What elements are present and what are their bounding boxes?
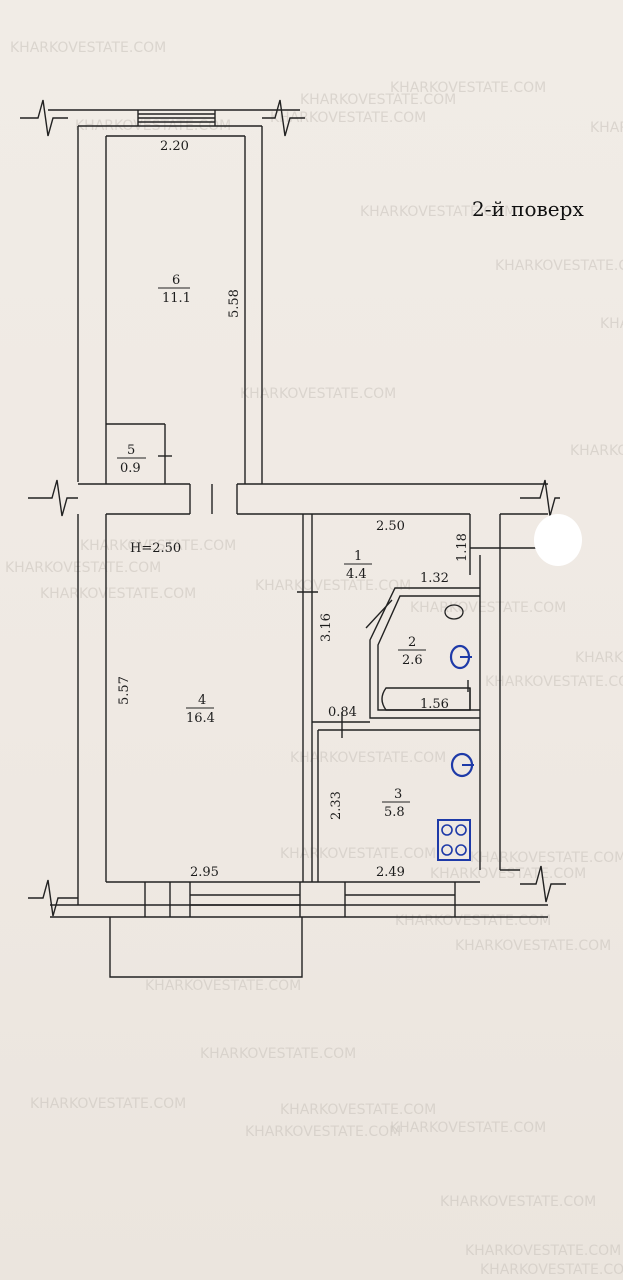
room4-number: 4 [198, 693, 206, 708]
watermark: KHARKOVESTATE.COM [300, 92, 456, 108]
watermark: KHARKOVESTATE.COM [590, 120, 623, 136]
watermark-layer: KHARKOVESTATE.COM KHARKOVESTATE.COM KHAR… [5, 40, 623, 1278]
ceiling-height: H=2.50 [130, 541, 181, 556]
dim-room1-depth: 3.16 [319, 613, 334, 642]
toilet-icon [444, 604, 464, 620]
room5-number: 5 [127, 443, 135, 458]
watermark: KHARKOVESTATE.COM [280, 846, 436, 862]
watermark: KHARKOVESTATE.COM [455, 938, 611, 954]
watermark: KHARKOVESTATE.COM [470, 850, 623, 866]
dim-kitchen-width: 2.49 [376, 865, 405, 880]
dim-room4-width: 2.95 [190, 865, 219, 880]
dim-room4-length: 5.57 [117, 676, 132, 705]
watermark: KHARKOVESTATE.COM [480, 1262, 623, 1278]
watermark: KHARKOVESTATE.COM [390, 80, 546, 96]
watermark: KHARKOVESTATE.COM [495, 258, 623, 274]
room2-number: 2 [408, 635, 416, 650]
floor-label: 2-й поверх [472, 197, 584, 221]
watermark: KHARKOVESTATE.COM [245, 1124, 401, 1140]
watermark: KHARKOVESTATE.COM [280, 1102, 436, 1118]
watermark: KHARKOVESTATE.COM [290, 750, 446, 766]
watermark: KHARKOVESTATE.COM [240, 386, 396, 402]
fixtures [437, 604, 474, 861]
watermark: KHARKOVESTATE.COM [430, 866, 586, 882]
watermark: KHARKOVESTATE.COM [410, 600, 566, 616]
watermark: KHARKOVESTATE.COM [10, 40, 166, 56]
watermark: KHARKOVESTATE.COM [390, 1120, 546, 1136]
redaction-mark [534, 514, 582, 566]
dim-room1-side: 1.18 [455, 533, 470, 562]
walls [20, 99, 566, 978]
watermark: KHARKOVESTATE.COM [30, 1096, 186, 1112]
watermark: KHARKOVESTATE.COM [465, 1243, 621, 1259]
watermark: KHARKOVESTATE.COM [440, 1194, 596, 1210]
watermark: KHARKOVESTATE.COM [5, 560, 161, 576]
watermark: KHARKOVESTATE.COM [575, 650, 623, 666]
dim-corridor-gap: 0.84 [328, 705, 357, 720]
room2-area: 2.6 [402, 653, 423, 668]
dim-kitchen-depth: 2.33 [329, 791, 344, 820]
watermark: KHARKOVESTATE.COM [485, 674, 623, 690]
dim-room6-length: 5.58 [227, 289, 242, 318]
dim-bath-bottom: 1.56 [420, 697, 449, 712]
stove-icon [437, 819, 471, 861]
dim-bath-top: 1.32 [420, 571, 449, 586]
room6-area: 11.1 [162, 291, 191, 306]
room3-number: 3 [394, 787, 402, 802]
watermark: KHARKOVESTATE.COM [600, 316, 623, 332]
watermark: KHARKOVESTATE.COM [200, 1046, 356, 1062]
watermark: KHARKOVESTATE.COM [145, 978, 301, 994]
watermark: KHARKOVESTATE.COM [360, 204, 516, 220]
room4-area: 16.4 [186, 711, 215, 726]
room3-area: 5.8 [384, 805, 405, 820]
room6-number: 6 [172, 273, 180, 288]
watermark: KHARKOVESTATE.COM [395, 913, 551, 929]
watermark: KHARKOVESTATE.COM [270, 110, 426, 126]
dim-room1-width: 2.50 [376, 519, 405, 534]
dim-room6-width: 2.20 [160, 139, 189, 154]
watermark: KHARKOVESTATE.COM [40, 586, 196, 602]
room5-area: 0.9 [120, 461, 141, 476]
room1-number: 1 [354, 549, 362, 564]
watermark: KHARKOVESTATE.COM [570, 443, 623, 459]
room1-area: 4.4 [346, 567, 367, 582]
watermark: KHARKOVESTATE.COM [80, 538, 236, 554]
watermark: KHARKOVESTATE.COM [255, 578, 411, 594]
